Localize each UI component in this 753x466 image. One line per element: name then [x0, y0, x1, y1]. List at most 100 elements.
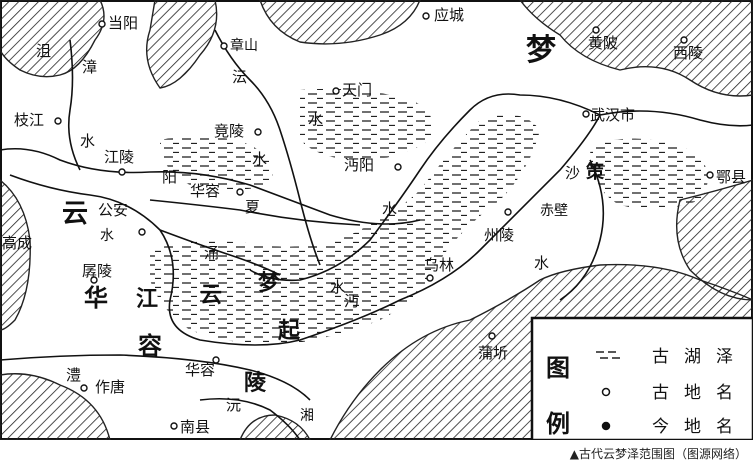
place-gaocheng: 高成	[2, 234, 32, 252]
region-qi: 起	[277, 318, 301, 344]
region-meng-mid: 梦	[258, 270, 281, 296]
river-shui-e: 水	[330, 278, 345, 296]
legend: 图 例 古 湖 泽 古 地 名 今 地 名	[530, 316, 753, 440]
region-ce: 策	[586, 161, 605, 183]
river-labels: 沮 漳 沄 水 水 阳 水 夏 水 涌 水 沙 水 水 澧 沅 沔	[36, 42, 580, 414]
river-yun: 沄	[232, 68, 247, 86]
marker-tianmen	[332, 87, 340, 95]
river-yang: 阳	[162, 168, 177, 186]
place-xiling: 西陵	[673, 44, 703, 62]
marker-huarong-north	[236, 188, 244, 196]
region-long: 陵	[244, 370, 267, 396]
place-labels: 当阳 应城 章山 黄陂 西陵 枝江 天门 竟陵 武汉市 鄂县 江陵 沔阳 华容 …	[2, 6, 746, 436]
marker-zhouling	[504, 208, 512, 216]
lake-jianghan	[160, 136, 273, 190]
place-nanxian: 南县	[180, 418, 210, 436]
region-yun-mid: 云	[200, 282, 222, 308]
rivers	[0, 29, 753, 440]
yangtze-river	[0, 147, 421, 225]
marker-jingling	[254, 128, 262, 136]
marker-chanling	[90, 276, 98, 284]
place-xiang: 湘	[300, 408, 314, 424]
river-yong: 涌	[204, 244, 219, 262]
li-river	[0, 354, 311, 401]
marker-huangpi	[592, 26, 600, 34]
river-sha: 沙	[565, 164, 580, 182]
yangtze-river-lower	[9, 114, 601, 346]
mountain-northeast	[519, 0, 753, 97]
marker-huarong-south	[212, 356, 220, 364]
marker-mianyang	[394, 163, 402, 171]
place-chibi: 赤壁	[540, 203, 568, 219]
mountain-west	[0, 179, 31, 331]
place-dangyang: 当阳	[108, 14, 138, 32]
marker-xiling	[680, 36, 688, 44]
river-shui-c: 水	[100, 228, 114, 244]
place-zhangshan: 章山	[230, 37, 258, 54]
yong-river	[159, 229, 281, 276]
han-east	[599, 110, 753, 127]
marker-yingcheng	[422, 12, 430, 20]
map-caption: ▲古代云梦泽范围图（图源网络）	[569, 447, 747, 461]
east-river	[559, 159, 605, 301]
xia-river	[149, 199, 361, 226]
legend-row3-2: 地	[684, 417, 701, 437]
place-jingling: 竟陵	[214, 122, 244, 140]
legend-title-1: 图	[546, 353, 570, 382]
river-zhang: 漳	[82, 58, 97, 76]
river-han-shui: 水	[308, 110, 323, 128]
han-upper	[214, 29, 321, 266]
place-tianmen: 天门	[342, 81, 372, 99]
marker-zuotang	[80, 384, 88, 392]
place-zuotang: 作唐	[95, 378, 125, 396]
river-shui-a: 水	[252, 150, 267, 168]
region-yun-west: 云	[62, 199, 88, 229]
legend-row2-3: 名	[716, 383, 733, 403]
river-mi: 沔	[344, 292, 359, 310]
marker-jiangling	[118, 168, 126, 176]
legend-row1-3: 泽	[716, 347, 733, 367]
legend-title-2: 例	[546, 409, 570, 438]
mountain-south-center	[239, 414, 311, 440]
ancient-lakes	[150, 88, 708, 345]
place-zhijiang: 枝江	[14, 111, 44, 129]
region-rong: 容	[138, 331, 162, 360]
legend-row3-1: 今	[652, 417, 669, 437]
place-wulin: 乌林	[424, 256, 454, 274]
marker-puqi	[488, 332, 496, 340]
place-mianyang: 沔阳	[344, 156, 374, 174]
marker-wulin	[426, 274, 434, 282]
marker-zhangshan	[220, 42, 228, 50]
marker-zhijiang	[54, 117, 62, 125]
legend-row1-2: 湖	[684, 347, 701, 367]
place-huarong-south: 华容	[185, 361, 215, 379]
legend-row2-1: 古	[652, 383, 669, 403]
mountain-north-center	[146, 0, 218, 89]
river-li: 澧	[66, 366, 81, 384]
legend-row3-3: 名	[716, 417, 733, 437]
river-ju: 沮	[36, 42, 51, 60]
han-river	[249, 93, 601, 282]
yuan-river	[199, 397, 301, 440]
place-huangpi: 黄陂	[588, 34, 618, 52]
legend-swatch-lake	[596, 351, 620, 359]
ju-zhang-river	[67, 39, 81, 171]
marker-exian	[706, 171, 714, 179]
place-markers	[54, 12, 714, 430]
region-hua: 华	[84, 283, 108, 312]
region-meng: 梦	[526, 33, 556, 68]
region-labels: 梦 云 华 江 容 云 梦 起 陵 策 泽	[62, 33, 605, 396]
legend-row2-2: 地	[684, 383, 701, 403]
river-xia: 夏	[245, 198, 260, 216]
marker-wuhan	[582, 110, 590, 118]
place-exian: 鄂县	[716, 168, 746, 186]
river-yuan: 沅	[226, 396, 241, 414]
river-shui-d: 水	[534, 254, 549, 272]
river-shui-b: 水	[382, 200, 397, 218]
legend-row1-1: 古	[652, 347, 669, 367]
yunmeng-map: 当阳 应城 章山 黄陂 西陵 枝江 天门 竟陵 武汉市 鄂县 江陵 沔阳 华容 …	[0, 0, 753, 440]
place-wuhan: 武汉市	[590, 106, 635, 124]
mountain-southwest	[0, 373, 111, 440]
marker-gongan	[138, 228, 146, 236]
legend-swatch-ancient	[601, 387, 611, 397]
